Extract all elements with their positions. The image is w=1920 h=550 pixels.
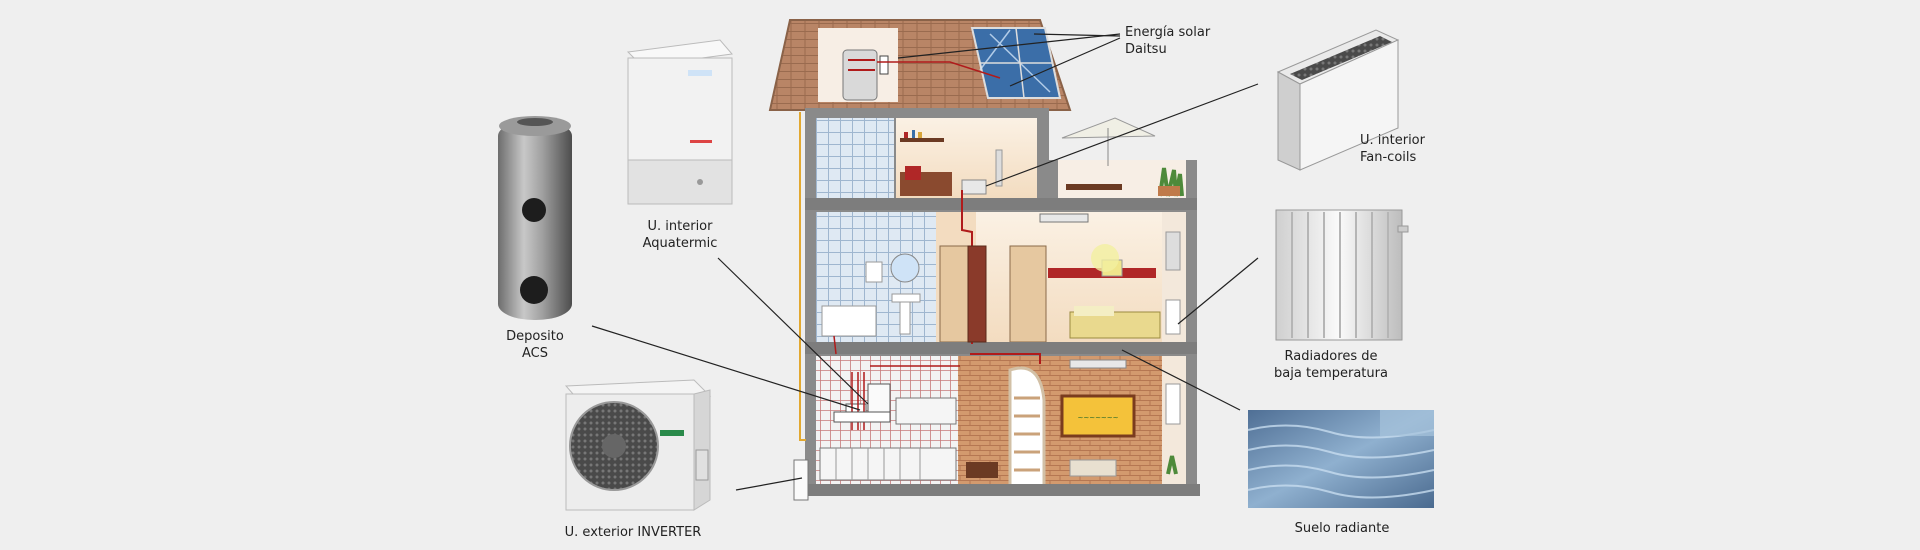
fancoil-label-line2: Fan-coils: [1360, 150, 1417, 165]
solar-label-line1: Energía solar: [1125, 25, 1211, 40]
solar-label-line2: Daitsu: [1125, 42, 1167, 57]
radiadores-label-line1: Radiadores de: [1284, 349, 1378, 364]
aquatermic-label-line1: U. interior: [647, 219, 713, 234]
solar-water-tank: [842, 49, 889, 101]
inverter-label: U. exterior INVERTER: [548, 524, 718, 541]
bathroom-upper: [816, 118, 894, 198]
aquatermic-label-line2: Aquatermic: [642, 236, 718, 251]
aquatermic-label: U. interior Aquatermic: [630, 218, 730, 252]
underfloor-heating-photo: [1247, 410, 1435, 508]
aquatermic-leader-line: [717, 257, 869, 405]
acs-label-line2: ACS: [522, 346, 548, 361]
fancoil-unit: [1276, 29, 1400, 171]
house-cutaway: ~~~~~~~: [768, 19, 1200, 501]
suelo-label: Suelo radiante: [1280, 520, 1404, 537]
radiator: [1275, 209, 1409, 341]
solar-leader-line: [897, 33, 1121, 87]
inverter-leader-line: [735, 477, 803, 491]
radiadores-leader-line: [1177, 257, 1259, 325]
suelo-label-line1: Suelo radiante: [1294, 521, 1390, 536]
radiadores-label-line2: baja temperatura: [1274, 366, 1388, 381]
fancoil-label-line1: U. interior: [1360, 133, 1425, 148]
acs-tank: [498, 116, 572, 320]
acs-label: Deposito ACS: [490, 328, 580, 362]
acs-leader-line: [591, 325, 861, 411]
fancoil-leader-line: [985, 83, 1259, 187]
radiadores-label: Radiadores de baja temperatura: [1256, 348, 1406, 382]
aquatermic-unit: [626, 39, 733, 205]
solar-panel: [970, 27, 1062, 99]
svg-text:~~~~~~~: ~~~~~~~: [1077, 414, 1118, 422]
acs-label-line1: Deposito: [506, 329, 564, 344]
inverter-outdoor-unit: [564, 379, 712, 511]
solar-label: Energía solar Daitsu: [1125, 24, 1210, 58]
suelo-leader-line: [1121, 349, 1241, 411]
fancoil-label: U. interior Fan-coils: [1360, 132, 1425, 166]
leader-lines: [591, 33, 1259, 491]
inverter-label-line1: U. exterior INVERTER: [564, 525, 702, 540]
